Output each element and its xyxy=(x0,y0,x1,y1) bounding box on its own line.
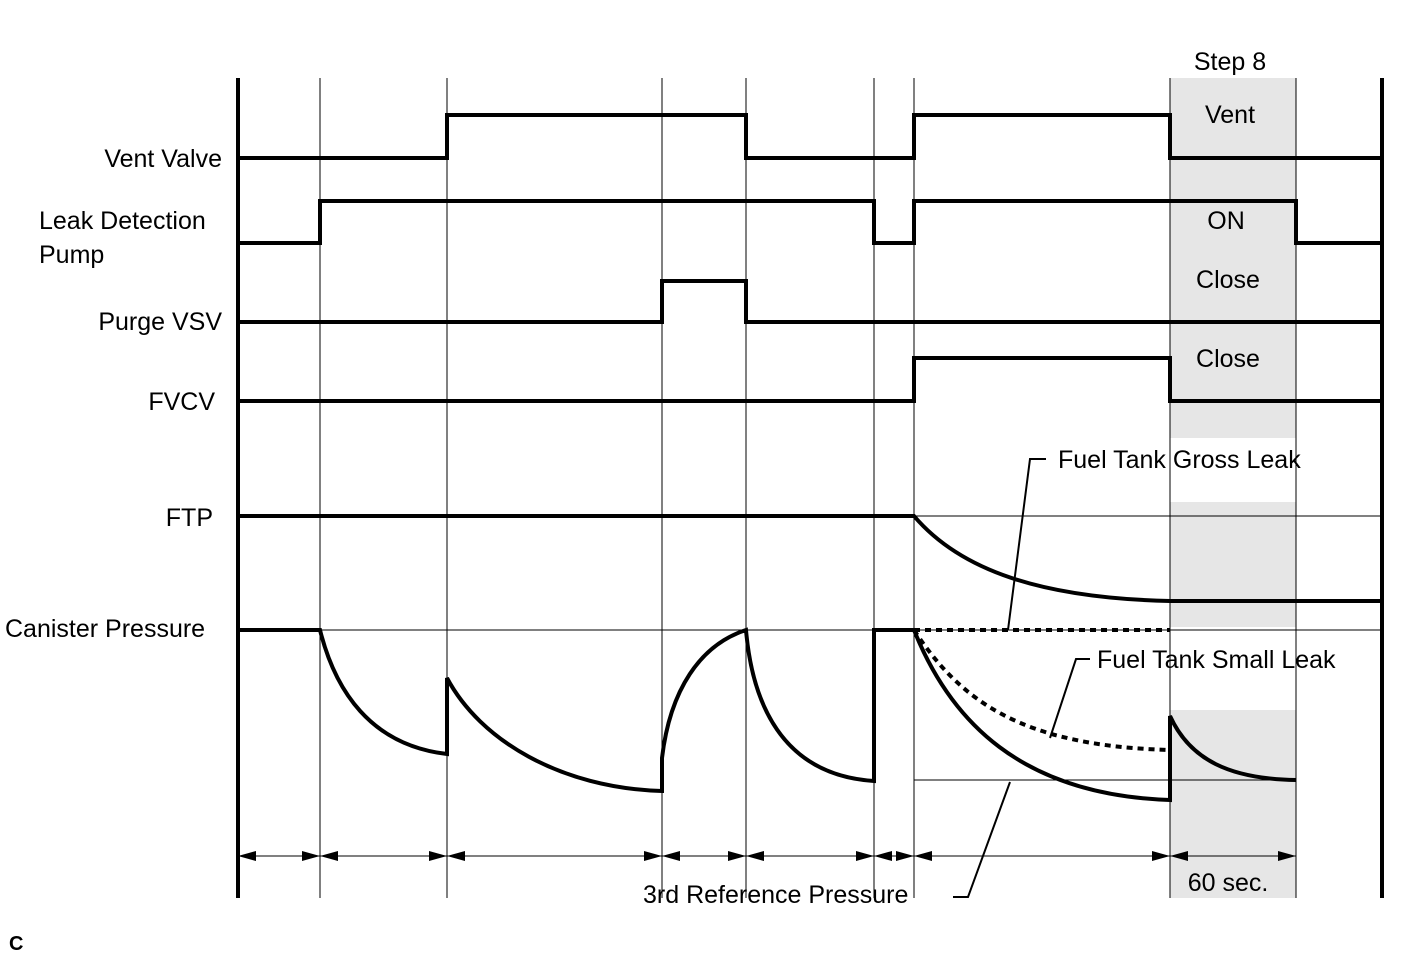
corner-mark: C xyxy=(9,933,23,955)
step8-purge-state: Close xyxy=(1196,266,1260,294)
step8-fvcv-state: Close xyxy=(1196,345,1260,373)
step8-shade-middle xyxy=(1170,502,1296,627)
step8-shade-lower xyxy=(1170,710,1296,898)
arrow-head xyxy=(914,851,932,861)
step8-labels: Step 8 Vent ON Close Close 60 sec. xyxy=(1188,48,1269,897)
vent-valve-label: Vent Valve xyxy=(104,145,222,173)
step8-pump-state: ON xyxy=(1207,207,1245,235)
step8-shading xyxy=(1170,78,1296,898)
leak-curves xyxy=(912,628,1171,752)
arrow-head xyxy=(644,851,662,861)
arrow-head xyxy=(1170,851,1188,861)
step8-vent-state: Vent xyxy=(1205,101,1255,129)
step8-shade-upper xyxy=(1170,78,1296,438)
canister-pressure-label: Canister Pressure xyxy=(5,615,205,643)
arrow-head xyxy=(302,851,320,861)
arrow-head xyxy=(1152,851,1170,861)
arrow-head xyxy=(896,851,914,861)
leak-pump-label-line1: Leak Detection xyxy=(39,207,206,235)
gross-leak-label: Fuel Tank Gross Leak xyxy=(1058,446,1301,474)
leak-pump-waveform xyxy=(238,199,1382,245)
small-leak-leader xyxy=(1049,658,1090,739)
small-leak-curve xyxy=(912,628,1171,752)
annotation-labels: Fuel Tank Gross Leak Fuel Tank Small Lea… xyxy=(643,446,1336,909)
arrow-head xyxy=(662,851,680,861)
leader-lines xyxy=(953,458,1090,898)
arrow-head xyxy=(1278,851,1296,861)
arrow-head xyxy=(429,851,447,861)
arrow-head xyxy=(874,851,892,861)
arrow-head xyxy=(447,851,465,861)
step8-duration: 60 sec. xyxy=(1188,869,1269,897)
signal-labels: Vent Valve Leak Detection Pump Purge VSV… xyxy=(5,145,222,643)
arrow-head xyxy=(320,851,338,861)
leak-pump-label-line2: Pump xyxy=(39,241,104,269)
reference-leader xyxy=(953,781,1011,898)
canister-pressure-waveform xyxy=(238,627,1297,803)
third-reference-label: 3rd Reference Pressure xyxy=(643,881,908,909)
ftp-label: FTP xyxy=(166,504,213,532)
vent-valve-waveform xyxy=(238,113,1382,160)
reference-lines xyxy=(238,515,1382,781)
purge-vsv-label: Purge VSV xyxy=(98,308,222,336)
step8-header: Step 8 xyxy=(1194,48,1266,76)
purge-vsv-waveform xyxy=(238,279,1382,324)
ftp-waveform xyxy=(238,514,1382,603)
waveforms xyxy=(238,113,1382,803)
fvcv-label: FVCV xyxy=(148,388,215,416)
arrow-heads xyxy=(238,851,1296,861)
arrow-head xyxy=(728,851,746,861)
fvcv-waveform xyxy=(238,356,1382,403)
arrow-head xyxy=(856,851,874,861)
gross-leak-leader xyxy=(1007,458,1046,631)
arrow-head xyxy=(746,851,764,861)
small-leak-label: Fuel Tank Small Leak xyxy=(1097,646,1336,674)
arrow-head xyxy=(238,851,256,861)
